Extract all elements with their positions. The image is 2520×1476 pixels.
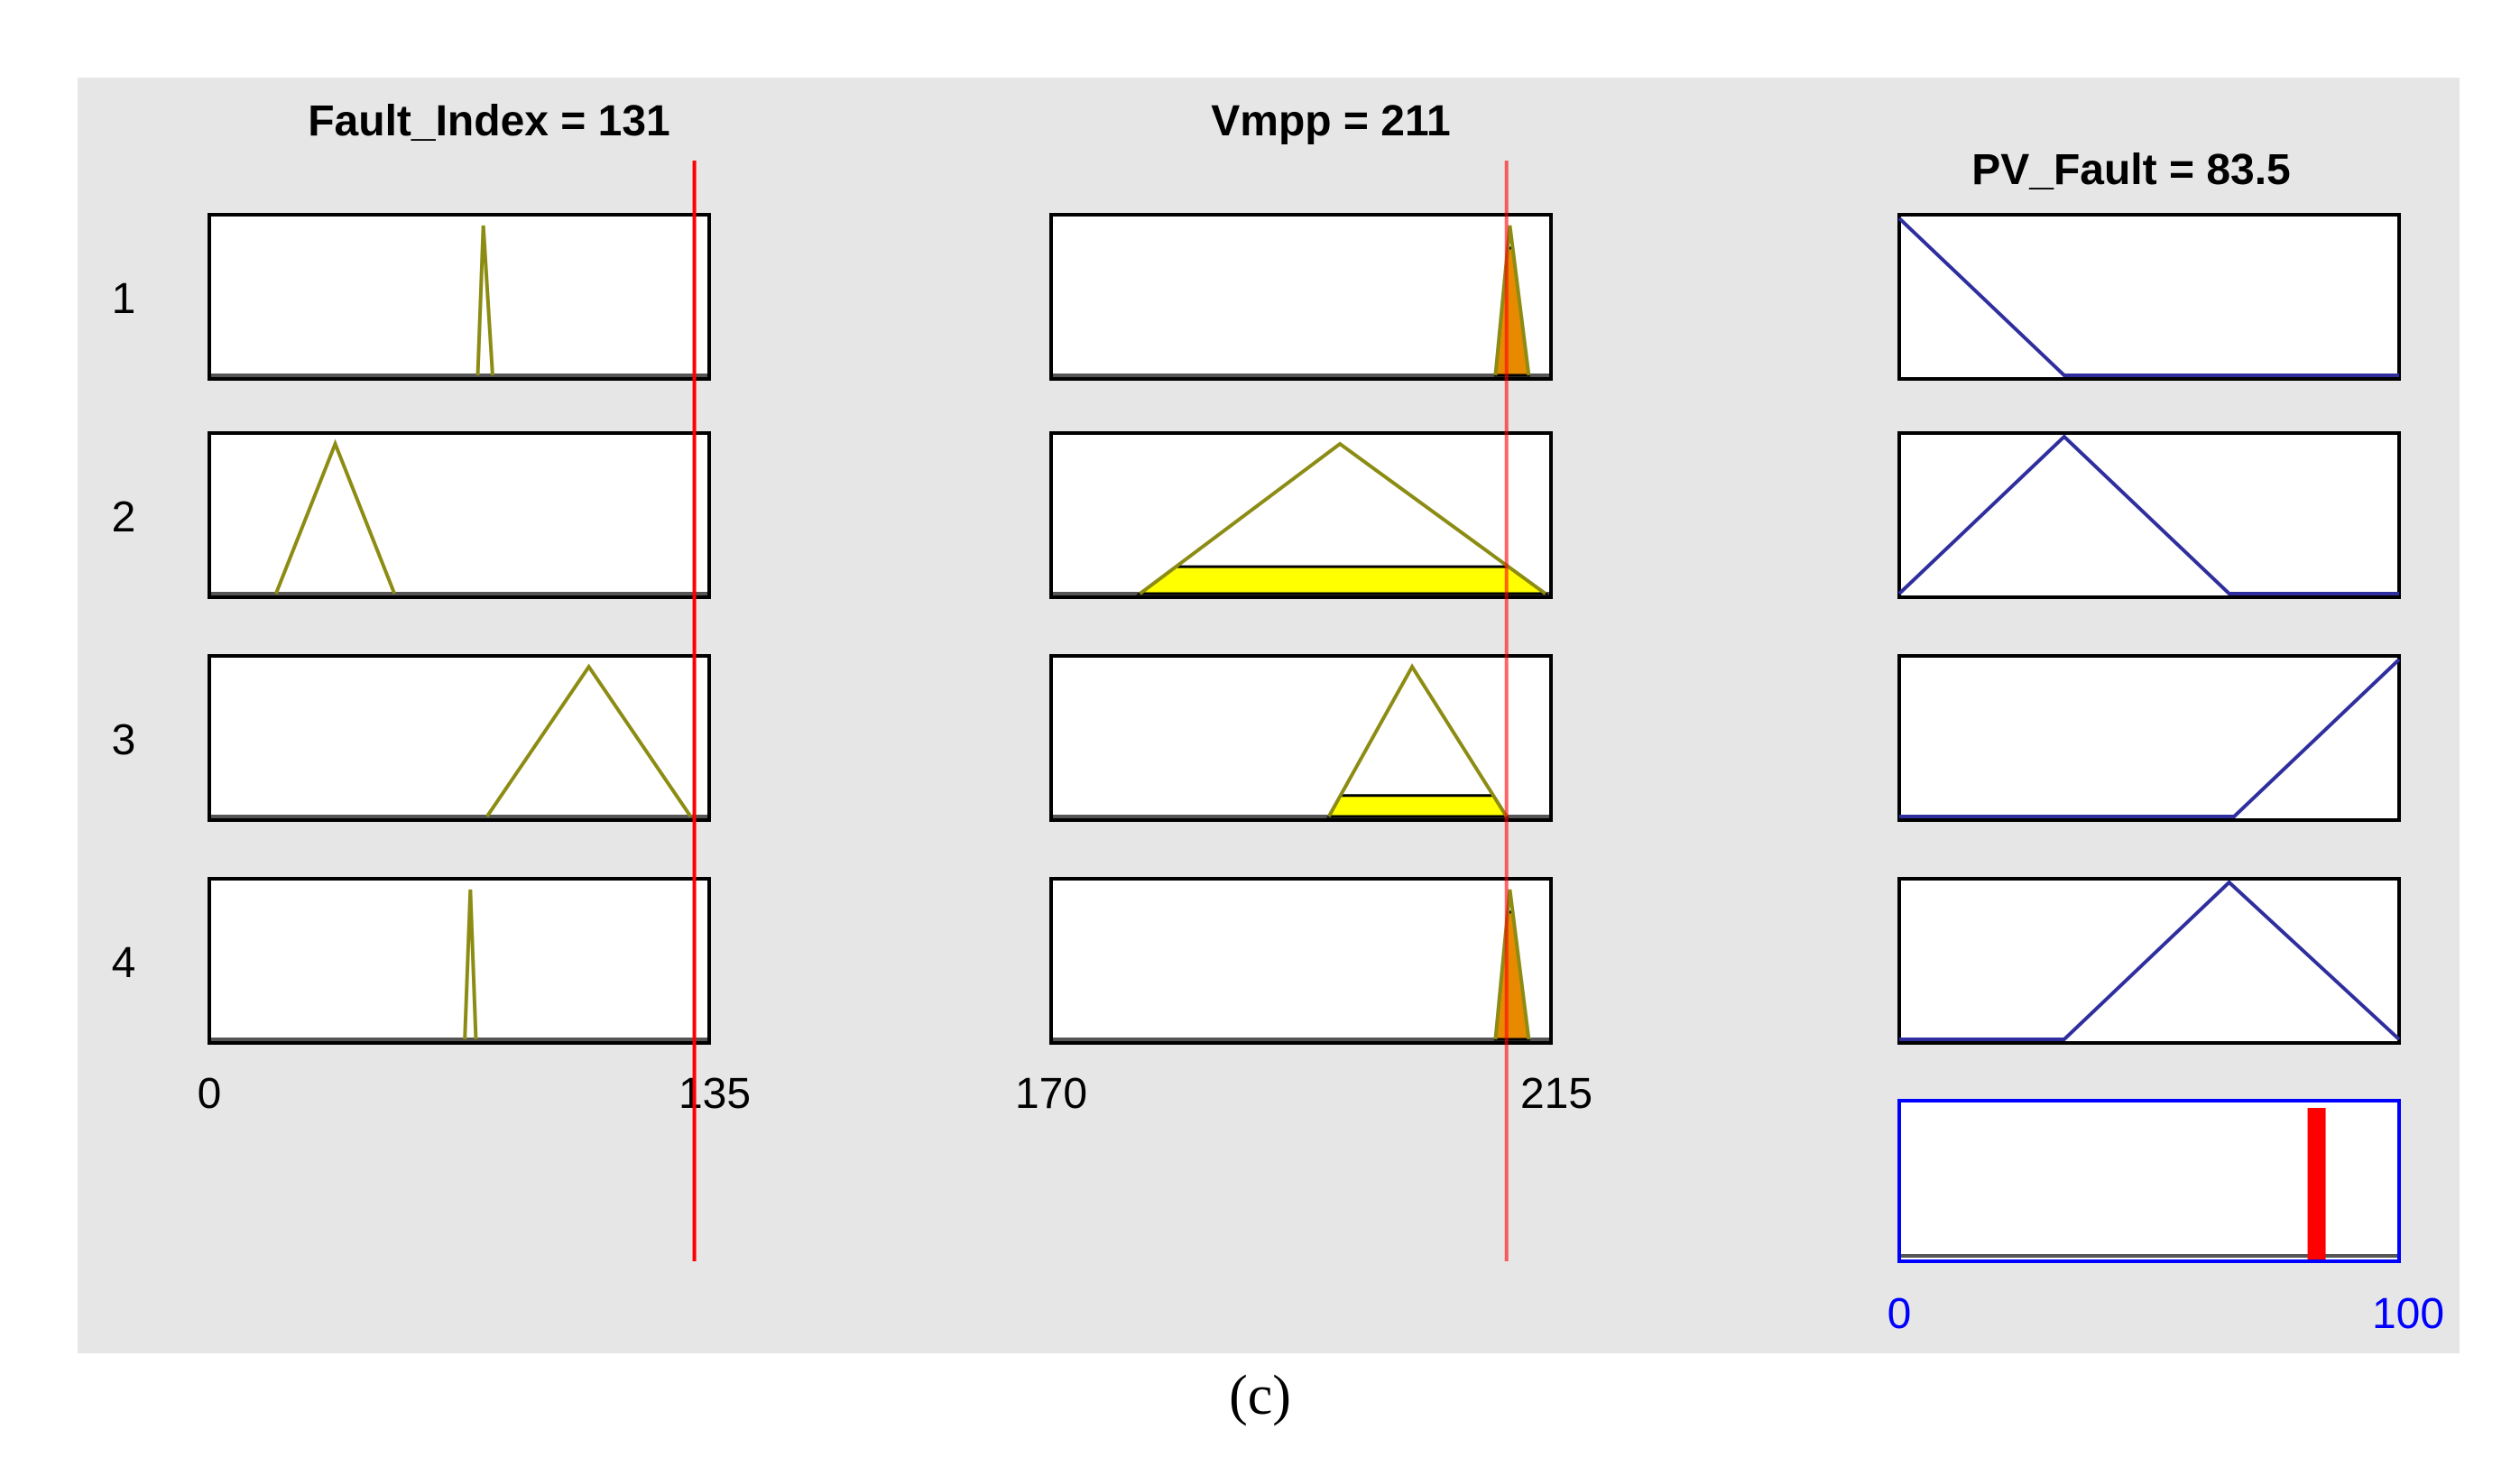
rule-number-4: 4 [112,939,136,987]
membership-function-PV_Fault-4 [1899,880,2401,1041]
rule-box-Fault_Index-3 [208,654,711,822]
rule-number-1: 1 [112,275,136,323]
membership-function-Fault_Index-4 [463,889,478,1040]
tick-label-Fault_Index-min: 0 [198,1070,222,1118]
membership-function-Fault_Index-1 [475,225,494,376]
membership-function-PV_Fault-1 [1897,217,2399,377]
rule-number-3: 3 [112,716,136,764]
membership-function-Vmpp-3 [1327,663,1509,818]
membership-function-PV_Fault-3 [1899,658,2401,818]
tick-label-Fault_Index-max: 135 [678,1070,751,1118]
rule-box-Fault_Index-4 [208,877,711,1045]
membership-function-Vmpp-4 [1493,889,1531,1040]
input-title-Fault_Index: Fault_Index = 131 [308,97,670,145]
rule-box-Vmpp-1 [1049,213,1553,381]
output-title-PV_Fault: PV_Fault = 83.5 [1971,146,2291,194]
output-value-indicator [2307,1108,2326,1259]
membership-function-Fault_Index-3 [485,663,693,818]
rule-box-PV_Fault-3 [1897,654,2401,822]
membership-function-Vmpp-2 [1139,441,1547,595]
membership-function-Fault_Index-2 [274,438,397,595]
rule-box-PV_Fault-1 [1897,213,2401,381]
tick-label-PV_Fault-max: 100 [2372,1290,2444,1338]
rule-box-Vmpp-4 [1049,877,1553,1045]
rule-number-2: 2 [112,494,136,541]
firing-area-Vmpp-3 [1326,794,1509,818]
rule-box-Fault_Index-2 [208,431,711,599]
tick-label-PV_Fault-min: 0 [1888,1290,1912,1338]
tick-label-Vmpp-min: 170 [1015,1070,1087,1118]
membership-function-Vmpp-1 [1493,225,1531,376]
input-title-Vmpp: Vmpp = 211 [1211,97,1450,145]
firing-area-Vmpp-2 [1135,565,1550,595]
figure-caption: (c) [1229,1365,1291,1426]
rule-box-Fault_Index-1 [208,213,711,381]
tick-label-Vmpp-max: 215 [1520,1070,1592,1118]
membership-function-PV_Fault-2 [1897,434,2399,595]
rule-box-Vmpp-3 [1049,654,1553,822]
